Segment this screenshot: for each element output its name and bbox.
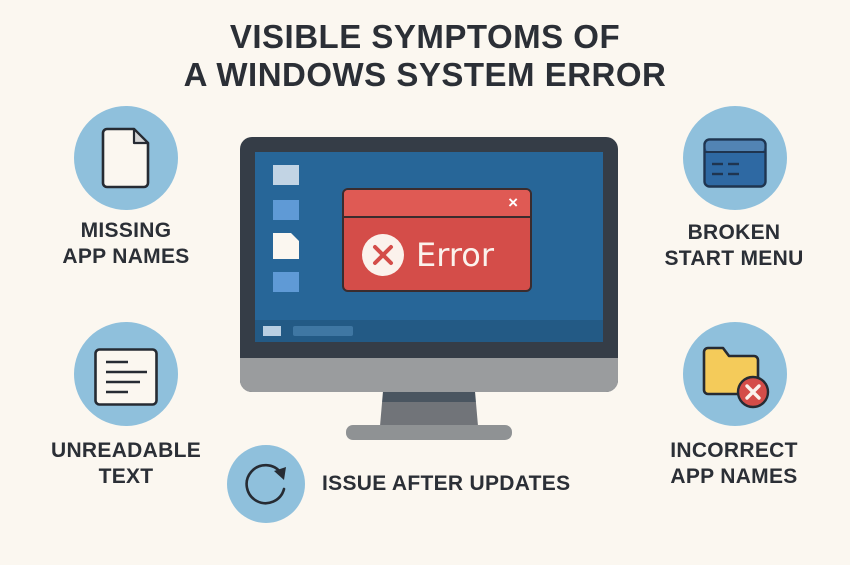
taskbar: [255, 320, 603, 342]
broken-start-menu-label: BROKEN START MENU: [664, 221, 804, 270]
start-button: [263, 326, 281, 336]
incorrect-app-names-label: INCORRECT APP NAMES: [670, 439, 798, 488]
missing-app-names-badge: [74, 106, 178, 210]
folder-icon: [273, 200, 299, 220]
issue-after-updates-badge: [227, 445, 305, 523]
monitor-chin: [240, 358, 618, 392]
refresh-icon: [241, 459, 291, 509]
infographic-title: VISIBLE SYMPTOMS OF A WINDOWS SYSTEM ERR…: [0, 18, 850, 94]
folder-icon: [273, 272, 299, 292]
window-menu-icon: [703, 138, 767, 188]
missing-app-names-label: MISSING APP NAMES: [62, 219, 190, 268]
text-lines-icon: [94, 348, 158, 406]
title-line-1: VISIBLE SYMPTOMS OF: [229, 18, 621, 55]
folder-error-icon: [701, 346, 773, 410]
incorrect-app-names-badge: [683, 322, 787, 426]
error-dialog: × Error: [342, 188, 532, 292]
taskbar-app: [293, 326, 353, 336]
monitor-stand-neck: [380, 392, 478, 426]
document-icon: [101, 127, 151, 189]
close-icon: ×: [508, 193, 518, 212]
error-message: Error: [416, 236, 494, 274]
broken-start-menu-badge: [683, 106, 787, 210]
error-x-icon: [362, 234, 404, 276]
folder-icon: [273, 165, 299, 185]
title-line-2: A WINDOWS SYSTEM ERROR: [183, 56, 667, 93]
issue-after-updates-label: ISSUE AFTER UPDATES: [322, 472, 571, 495]
unreadable-text-label: UNREADABLE TEXT: [51, 439, 201, 488]
monitor-stand-base: [346, 425, 512, 440]
error-dialog-titlebar: ×: [344, 190, 530, 218]
unreadable-text-badge: [74, 322, 178, 426]
file-icon: [273, 233, 299, 259]
